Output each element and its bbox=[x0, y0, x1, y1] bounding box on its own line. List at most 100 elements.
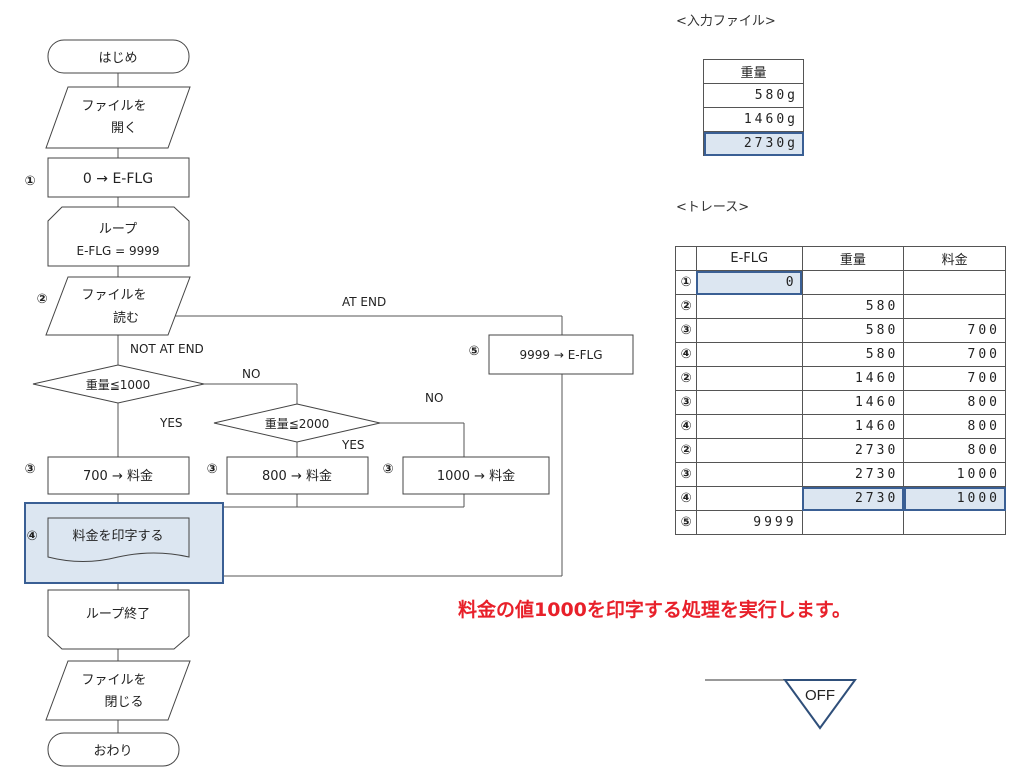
start-label: はじめ bbox=[98, 51, 137, 66]
set-flag-label: 9999 → E-FLG bbox=[519, 348, 602, 362]
input-file-row: 1460g bbox=[703, 107, 804, 132]
step-mark-3a: ③ bbox=[24, 462, 35, 477]
no-label-1: NO bbox=[242, 367, 260, 381]
trace-cell-weight: 580 bbox=[801, 294, 905, 319]
trace-header-fee: 料金 bbox=[903, 246, 1006, 271]
trace-cell-fee: 1000 bbox=[903, 462, 1006, 487]
off-button-triangle[interactable] bbox=[783, 679, 857, 730]
input-file-header: 重量 bbox=[703, 59, 804, 84]
trace-cell-fee: 1000 bbox=[903, 486, 1006, 511]
box-700 bbox=[47, 456, 190, 495]
set-flag-box bbox=[488, 334, 634, 375]
init-label: 0 → E-FLG bbox=[83, 171, 153, 187]
message-text: 料金の値1000を印字する処理を実行します。 bbox=[458, 599, 851, 621]
trace-cell-eflg bbox=[695, 462, 803, 487]
input-file-cell: 2730g bbox=[703, 131, 804, 156]
loop-start-shape bbox=[47, 206, 190, 267]
step-mark-3b: ③ bbox=[206, 462, 217, 477]
loop-end-label: ループ終了 bbox=[86, 606, 150, 622]
trace-cell-step: ④ bbox=[675, 342, 697, 367]
trace-cell-weight: 2730 bbox=[801, 462, 905, 487]
step-mark-4: ④ bbox=[26, 529, 37, 544]
step-mark-2: ② bbox=[36, 292, 47, 307]
trace-cell-step: ② bbox=[675, 438, 697, 463]
trace-cell-weight: 1460 bbox=[801, 390, 905, 415]
flowchart: はじめ ファイルを 開く 0 → E-FLG ループ E-FLG = 9999 … bbox=[24, 39, 634, 767]
trace-row: ② 580 bbox=[675, 294, 1006, 319]
cond2-label: 重量≦2000 bbox=[265, 417, 330, 431]
assign-1000-label: 1000 → 料金 bbox=[437, 468, 515, 484]
off-button-label[interactable]: OFF bbox=[805, 687, 835, 704]
trace-cell-fee bbox=[903, 294, 1006, 319]
trace-cell-eflg: 9999 bbox=[695, 510, 803, 535]
trace-cell-step: ③ bbox=[675, 462, 697, 487]
input-file-row: 580g bbox=[703, 83, 804, 108]
trace-cell-fee: 700 bbox=[903, 342, 1006, 367]
trace-cell-weight: 2730 bbox=[801, 486, 905, 511]
trace-cell-weight: 580 bbox=[801, 318, 905, 343]
close-label-1: ファイルを bbox=[81, 673, 146, 688]
trace-cell-fee bbox=[903, 270, 1006, 295]
close-label-2: 閉じる bbox=[104, 695, 143, 710]
read-file-shape bbox=[45, 276, 191, 336]
open-file-shape bbox=[45, 86, 191, 149]
trace-cell-weight: 580 bbox=[801, 342, 905, 367]
trace-cell-step: ① bbox=[675, 270, 697, 295]
input-file-cell: 1460g bbox=[703, 107, 804, 132]
close-file-shape bbox=[45, 660, 191, 721]
trace-header-row: E-FLG 重量 料金 bbox=[675, 246, 1006, 271]
trace-cell-eflg bbox=[695, 390, 803, 415]
box-1000 bbox=[402, 456, 550, 495]
not-at-end-label: NOT AT END bbox=[130, 342, 204, 356]
box-800 bbox=[226, 456, 369, 495]
init-box bbox=[47, 157, 190, 198]
loop-end-shape bbox=[47, 589, 190, 650]
trace-cell-fee: 700 bbox=[903, 318, 1006, 343]
assign-800-label: 800 → 料金 bbox=[262, 468, 332, 484]
trace-cell-weight bbox=[801, 270, 905, 295]
trace-cell-eflg: 0 bbox=[695, 270, 803, 295]
step-mark-1: ① bbox=[24, 174, 35, 189]
trace-cell-step: ④ bbox=[675, 486, 697, 511]
at-end-label: AT END bbox=[342, 295, 386, 309]
condition2-diamond bbox=[213, 403, 381, 443]
off-control: OFF bbox=[705, 675, 865, 735]
assign-700-label: 700 → 料金 bbox=[83, 468, 153, 484]
trace-cell-step: ④ bbox=[675, 414, 697, 439]
loop-start-label-1: ループ bbox=[99, 222, 137, 237]
trace-cell-eflg bbox=[695, 342, 803, 367]
input-file-caption: <入力ファイル> bbox=[676, 14, 776, 29]
trace-cell-step: ② bbox=[675, 366, 697, 391]
read-label-1: ファイルを bbox=[81, 288, 146, 303]
trace-caption: <トレース> bbox=[676, 200, 750, 215]
end-label: おわり bbox=[93, 744, 132, 759]
trace-cell-weight: 1460 bbox=[801, 366, 905, 391]
trace-cell-fee bbox=[903, 510, 1006, 535]
trace-cell-eflg bbox=[695, 366, 803, 391]
input-file-row: 2730g bbox=[703, 131, 804, 156]
open-label-2: 開く bbox=[111, 121, 137, 136]
open-label-1: ファイルを bbox=[81, 99, 146, 114]
condition1-diamond bbox=[32, 364, 205, 404]
trace-cell-eflg bbox=[695, 486, 803, 511]
trace-cell-step: ③ bbox=[675, 318, 697, 343]
trace-header-step bbox=[675, 246, 697, 271]
trace-cell-eflg bbox=[695, 438, 803, 463]
trace-cell-step: ② bbox=[675, 294, 697, 319]
trace-cell-fee: 800 bbox=[903, 438, 1006, 463]
trace-cell-weight bbox=[801, 510, 905, 535]
cond1-label: 重量≦1000 bbox=[86, 378, 151, 392]
trace-cell-eflg bbox=[695, 414, 803, 439]
start-terminal bbox=[47, 39, 190, 74]
loop-start-label-2: E-FLG = 9999 bbox=[76, 244, 159, 258]
yes-label-1: YES bbox=[159, 416, 183, 430]
